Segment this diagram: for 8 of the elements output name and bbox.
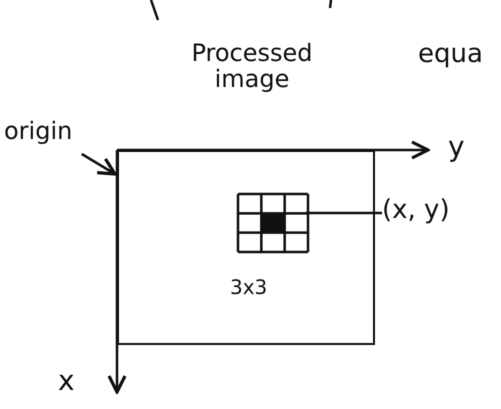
grid-size-label: 3x3: [230, 276, 268, 298]
pointer-arrow: [81, 152, 117, 176]
image-heading: Processed image: [190, 40, 314, 93]
axis-label: y: [448, 132, 465, 163]
coordinate-label: (x, y): [382, 196, 450, 225]
partial-word: equa: [418, 40, 483, 69]
origin-label: origin: [4, 118, 72, 144]
axis-label: x: [58, 366, 75, 397]
